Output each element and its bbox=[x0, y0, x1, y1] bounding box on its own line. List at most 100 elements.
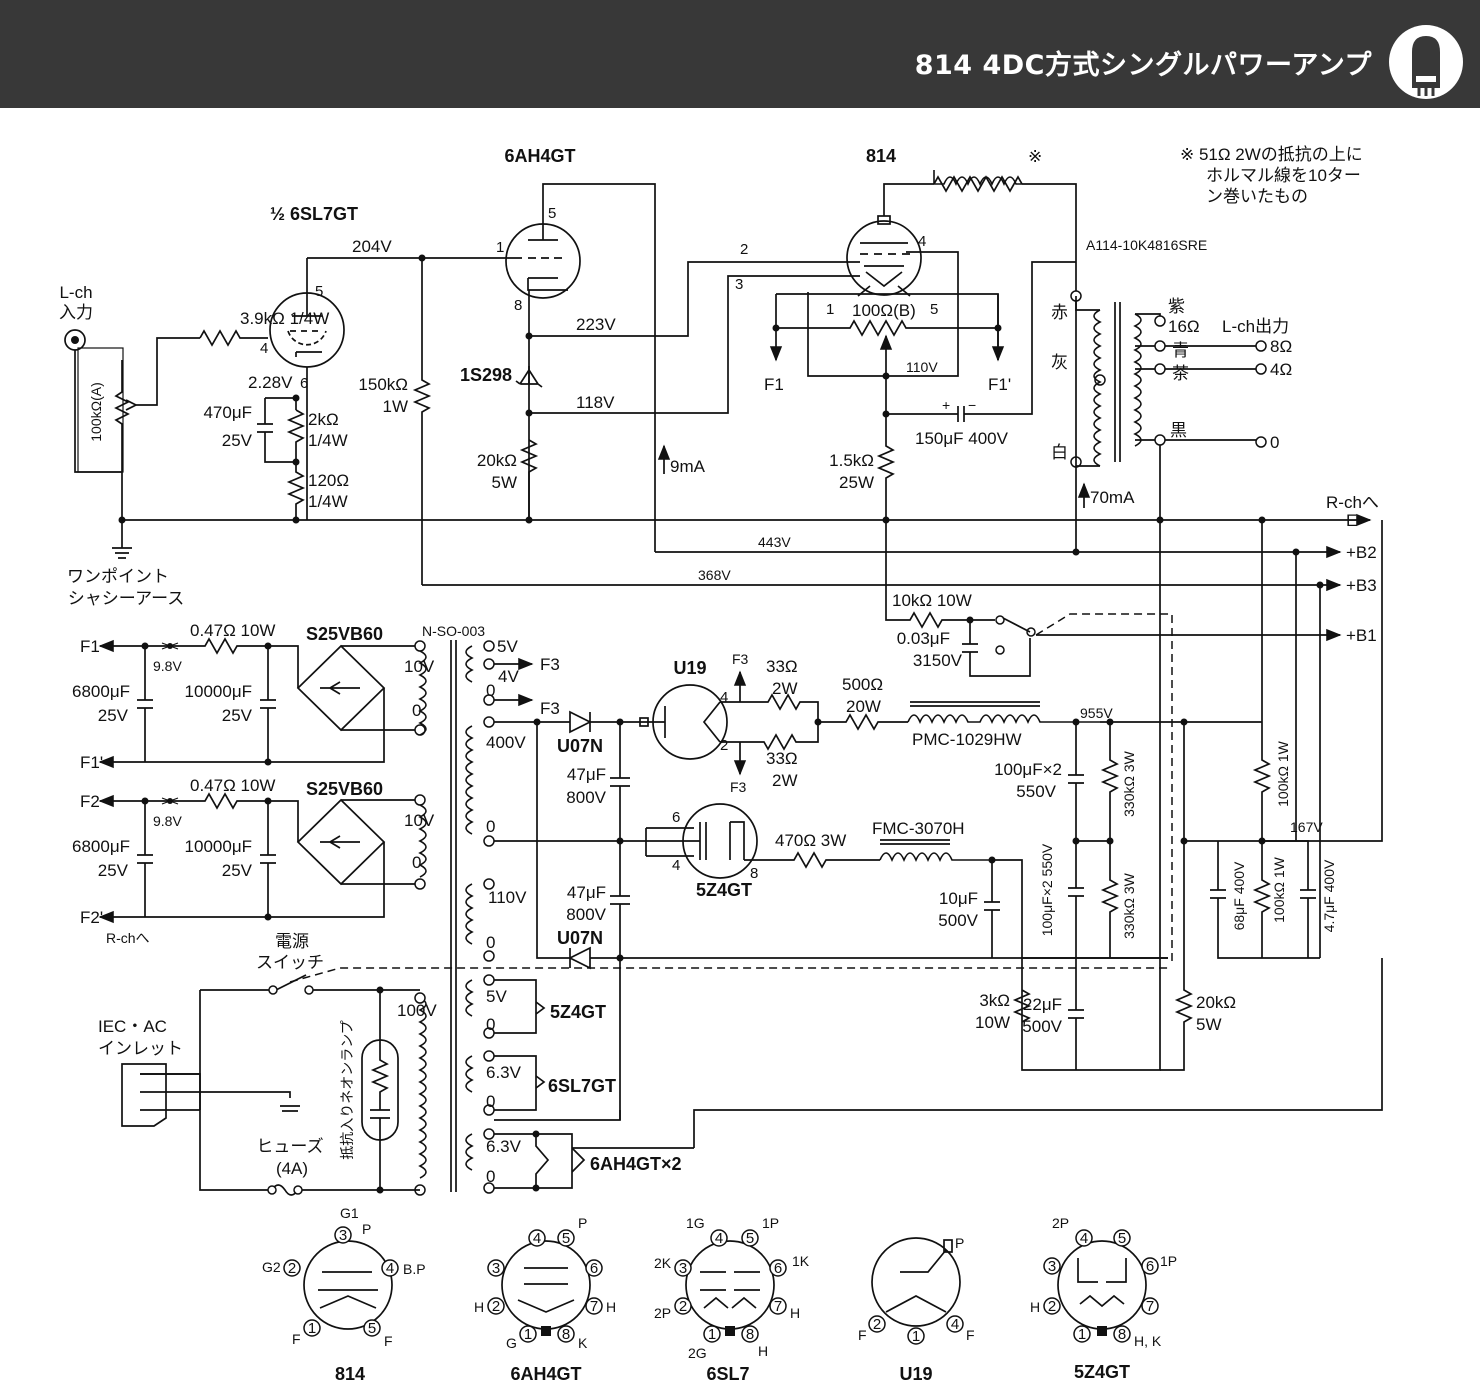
snubber-cap bbox=[962, 620, 1031, 677]
svg-text:550V: 550V bbox=[1016, 782, 1056, 801]
svg-text:ホルマル線を10ター: ホルマル線を10ター bbox=[1206, 166, 1361, 185]
svg-text:6: 6 bbox=[590, 1260, 598, 1277]
svg-text:20kΩ: 20kΩ bbox=[1196, 993, 1236, 1012]
svg-text:K: K bbox=[578, 1335, 588, 1351]
svg-text:368V: 368V bbox=[698, 567, 731, 583]
iec-inlet-icon bbox=[121, 1063, 167, 1127]
volume-pot-resistor bbox=[114, 360, 130, 472]
svg-text:茶: 茶 bbox=[1172, 364, 1189, 383]
svg-text:8: 8 bbox=[514, 297, 522, 314]
svg-text:電源: 電源 bbox=[275, 932, 309, 951]
svg-text:0: 0 bbox=[1270, 433, 1279, 452]
input-label-lch: L-ch bbox=[59, 283, 92, 302]
svg-text:0: 0 bbox=[486, 1092, 495, 1111]
filament-supply-2: F2 0.47Ω 10W 9.8V 6800μF 25V 10000μF 25V… bbox=[72, 776, 435, 946]
svg-text:F1: F1 bbox=[764, 375, 784, 394]
svg-text:500V: 500V bbox=[938, 911, 978, 930]
svg-text:F: F bbox=[858, 1327, 867, 1343]
svg-text:814: 814 bbox=[335, 1364, 365, 1384]
svg-text:7: 7 bbox=[590, 1298, 598, 1315]
svg-text:68μF 400V: 68μF 400V bbox=[1231, 861, 1247, 930]
svg-text:1.5kΩ: 1.5kΩ bbox=[829, 451, 874, 470]
svg-text:2P: 2P bbox=[1052, 1215, 1069, 1231]
svg-text:6AH4GT×2: 6AH4GT×2 bbox=[590, 1154, 682, 1174]
svg-text:−: − bbox=[968, 397, 976, 413]
svg-text:5W: 5W bbox=[1196, 1015, 1222, 1034]
svg-text:0: 0 bbox=[486, 1167, 495, 1186]
svg-text:10V: 10V bbox=[404, 657, 435, 676]
vacuum-tube-icon bbox=[1389, 25, 1463, 99]
svg-text:3: 3 bbox=[1048, 1258, 1056, 1275]
resistor-470 bbox=[778, 851, 880, 869]
svg-text:紫: 紫 bbox=[1168, 297, 1185, 316]
svg-text:10V: 10V bbox=[404, 811, 435, 830]
svg-text:6800μF: 6800μF bbox=[72, 682, 130, 701]
svg-text:U19: U19 bbox=[899, 1364, 932, 1384]
cathode-resistor-120 bbox=[286, 462, 306, 520]
svg-text:白: 白 bbox=[1051, 443, 1068, 462]
svg-text:4: 4 bbox=[533, 1230, 541, 1247]
svg-text:6SL7: 6SL7 bbox=[706, 1364, 749, 1384]
svg-text:2G: 2G bbox=[688, 1345, 707, 1361]
svg-text:1/4W: 1/4W bbox=[308, 492, 348, 511]
svg-text:100μF×2 550V: 100μF×2 550V bbox=[1039, 843, 1055, 936]
svg-text:6.3V: 6.3V bbox=[486, 1063, 522, 1082]
svg-text:FMC-3070H: FMC-3070H bbox=[872, 819, 965, 838]
svg-text:G2: G2 bbox=[262, 1259, 281, 1275]
svg-text:1S298: 1S298 bbox=[460, 365, 512, 385]
basing-u19: 2 4 1 P F F U19 bbox=[858, 1235, 975, 1384]
svg-text:2: 2 bbox=[720, 737, 728, 754]
svg-text:2: 2 bbox=[873, 1316, 881, 1333]
svg-text:3: 3 bbox=[679, 1260, 687, 1277]
svg-text:F1': F1' bbox=[988, 375, 1011, 394]
svg-text:P: P bbox=[362, 1221, 371, 1237]
svg-text:223V: 223V bbox=[576, 315, 616, 334]
cathode-resistor-1k5 bbox=[876, 414, 896, 520]
tube-label-6sl7: ½ 6SL7GT bbox=[270, 204, 358, 224]
svg-text:F3: F3 bbox=[730, 779, 747, 795]
svg-text:0: 0 bbox=[412, 853, 421, 872]
svg-text:4: 4 bbox=[715, 1230, 723, 1247]
svg-text:470Ω 3W: 470Ω 3W bbox=[775, 831, 846, 850]
base-u19-icon bbox=[871, 1237, 961, 1327]
svg-text:1/4W: 1/4W bbox=[308, 431, 348, 450]
svg-text:4Ω: 4Ω bbox=[1270, 360, 1292, 379]
winding-note: ※ 51Ω 2Wの抵抗の上に ホルマル線を10ター ン巻いたもの bbox=[1180, 145, 1363, 206]
filament-supply-1: F1 0.47Ω 10W 9.8V 6800μF 25V 10000μF 25V… bbox=[72, 621, 435, 772]
svg-text:8: 8 bbox=[750, 865, 758, 882]
svg-text:4: 4 bbox=[918, 233, 926, 250]
svg-text:1P: 1P bbox=[1160, 1253, 1177, 1269]
svg-text:800V: 800V bbox=[566, 905, 606, 924]
svg-text:PMC-1029HW: PMC-1029HW bbox=[912, 730, 1022, 749]
svg-text:P: P bbox=[955, 1235, 964, 1251]
svg-text:3: 3 bbox=[339, 1227, 347, 1244]
svg-text:1: 1 bbox=[708, 1326, 716, 1343]
svg-text:10μF: 10μF bbox=[939, 889, 978, 908]
zener-diode-1s298 bbox=[515, 366, 543, 388]
svg-text:6SL7GT: 6SL7GT bbox=[548, 1076, 616, 1096]
svg-text:赤: 赤 bbox=[1051, 303, 1068, 322]
svg-text:5Z4GT: 5Z4GT bbox=[1074, 1362, 1130, 1382]
ot-model: A114-10K4816SRE bbox=[1086, 237, 1207, 253]
svg-text:4: 4 bbox=[1080, 1230, 1088, 1247]
tube-814-envelope bbox=[846, 220, 922, 296]
cathode-voltage: 2.28V bbox=[248, 373, 293, 392]
tube-label-6ah4gt: 6AH4GT bbox=[504, 146, 575, 166]
svg-text:470μF: 470μF bbox=[203, 403, 252, 422]
resistor-20k bbox=[1160, 722, 1194, 1071]
svg-text:330kΩ 3W: 330kΩ 3W bbox=[1121, 750, 1137, 817]
grid-resistor-label: 3.9kΩ 1/4W bbox=[240, 309, 329, 328]
heater-taps: 5Z4GT 6SL7GT 6AH4GT×2 bbox=[494, 958, 1383, 1192]
ground-icon bbox=[280, 1105, 300, 1112]
base-6ah4gt-icon bbox=[501, 1240, 591, 1330]
svg-text:33Ω: 33Ω bbox=[766, 657, 798, 676]
hv-filter-caps bbox=[1068, 722, 1084, 1070]
svg-text:2W: 2W bbox=[772, 679, 798, 698]
chassis-earth-label-1: ワンポイント bbox=[67, 567, 169, 586]
snubber-resistor bbox=[885, 520, 995, 629]
choke-pmc-1029hw bbox=[907, 714, 1100, 725]
hv-caps-stack bbox=[494, 722, 630, 1121]
chassis-earth-label-2: シャシーアース bbox=[68, 589, 184, 608]
svg-text:25V: 25V bbox=[222, 431, 253, 450]
svg-text:1K: 1K bbox=[792, 1253, 810, 1269]
